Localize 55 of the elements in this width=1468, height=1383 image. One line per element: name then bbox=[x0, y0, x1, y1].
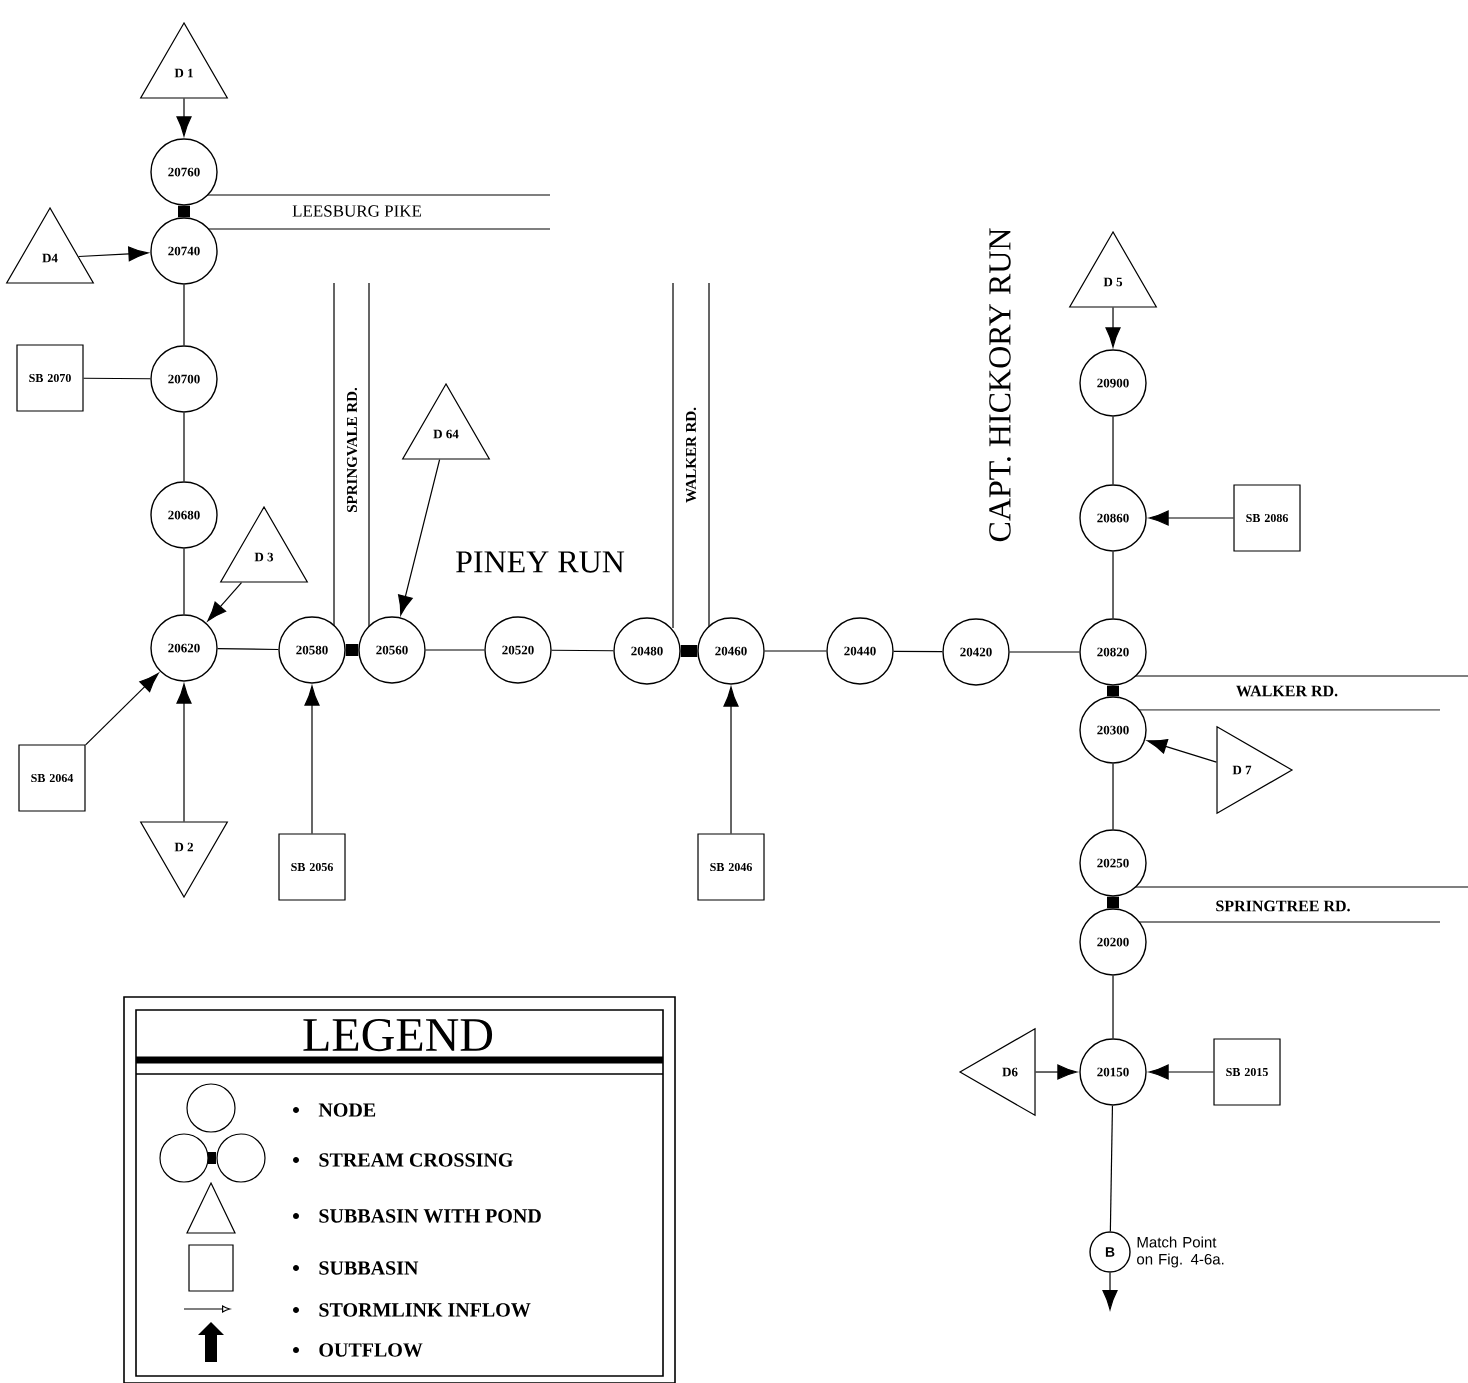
arrow bbox=[304, 685, 320, 834]
arrow bbox=[723, 686, 739, 834]
legend-title: LEGEND bbox=[303, 1018, 493, 1052]
connector-line bbox=[893, 650, 943, 653]
connector-line bbox=[83, 377, 151, 380]
connector-line bbox=[1109, 1105, 1114, 1232]
stream-crossing bbox=[345, 644, 359, 656]
connector-line bbox=[764, 650, 827, 652]
subbasin-box: SB 2056 bbox=[278, 833, 346, 901]
subbasin-box: SB 2070 bbox=[16, 344, 84, 412]
arrow bbox=[78, 246, 149, 262]
stream-label: CAPT. HICKORY RUN bbox=[989, 228, 1011, 542]
match-point-note: Match Point on Fig. 4-6a. bbox=[1137, 1236, 1224, 1268]
arrow bbox=[398, 459, 441, 616]
arrow bbox=[176, 683, 192, 822]
stream-label: PINEY RUN bbox=[456, 551, 625, 573]
subbasin-box: SB 2046 bbox=[697, 833, 765, 901]
connector-line bbox=[183, 412, 185, 482]
stream-crossing bbox=[1107, 896, 1119, 909]
arrow bbox=[1147, 739, 1217, 763]
legend-item: SUBBASIN bbox=[319, 1261, 419, 1275]
connector-line bbox=[1112, 763, 1114, 830]
connector-line bbox=[551, 649, 614, 652]
connector-line bbox=[217, 647, 279, 651]
road-label: LEESBURG PIKE bbox=[292, 205, 422, 217]
connector-line bbox=[183, 284, 185, 346]
road-label: SPRINGVALE RD. bbox=[346, 387, 358, 512]
road-label: WALKER RD. bbox=[1236, 685, 1338, 697]
subbasin-box: SB 2015 bbox=[1213, 1038, 1281, 1106]
arrow bbox=[1035, 1064, 1078, 1080]
subbasin-box: SB 2064 bbox=[18, 744, 86, 812]
connector-line bbox=[1009, 651, 1080, 653]
arrow bbox=[207, 582, 243, 622]
road-label: WALKER RD. bbox=[685, 407, 697, 503]
subbasin-box: SB 2086 bbox=[1233, 484, 1301, 552]
arrow bbox=[1102, 1272, 1118, 1311]
arrow bbox=[1105, 307, 1121, 348]
stream-crossing bbox=[680, 645, 698, 657]
legend-item: STORMLINK INFLOW bbox=[319, 1303, 531, 1317]
legend-item: OUTFLOW bbox=[319, 1343, 423, 1357]
legend-item: STREAM CROSSING bbox=[319, 1153, 513, 1167]
legend-item: SUBBASIN WITH POND bbox=[319, 1209, 541, 1223]
stream-crossing bbox=[178, 205, 190, 218]
road-label: SPRINGTREE RD. bbox=[1216, 900, 1350, 912]
arrow bbox=[85, 672, 159, 746]
connector-line bbox=[183, 548, 185, 615]
legend-item: NODE bbox=[318, 1103, 376, 1117]
connector-line bbox=[425, 649, 485, 651]
connector-line bbox=[1112, 975, 1114, 1039]
connector-line bbox=[1112, 551, 1114, 619]
arrow bbox=[1148, 1064, 1214, 1080]
arrow bbox=[1148, 510, 1234, 526]
connector-line bbox=[1112, 416, 1114, 485]
arrow bbox=[176, 98, 192, 137]
stream-crossing bbox=[1107, 685, 1119, 697]
